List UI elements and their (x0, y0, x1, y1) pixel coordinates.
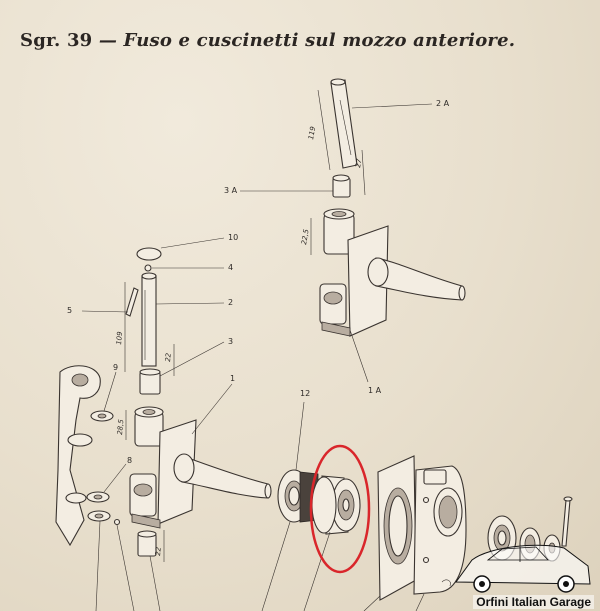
part-bolt (561, 496, 573, 547)
part-stub-axle-1 (129, 406, 272, 529)
part-ball-4 (144, 264, 152, 272)
label-12: 12 (300, 389, 310, 398)
page-title: Sgr. 39 — Fuso e cuscinetti sul mozzo an… (20, 30, 515, 51)
part-bearing-12 (277, 469, 319, 523)
title-text: Fuso e cuscinetti sul mozzo anteriore. (123, 30, 516, 51)
part-washer-9 (90, 410, 114, 422)
dim-109: 109 (115, 331, 124, 346)
title-prefix: Sgr. 39 (20, 30, 93, 51)
label-1a: 1 A (368, 386, 382, 395)
dim-119-top: 119 (307, 125, 317, 140)
part-steering-arm (55, 365, 101, 547)
label-10: 10 (228, 233, 238, 242)
part-pin-5 (125, 287, 139, 317)
part-pin-2a (330, 78, 358, 169)
dim-22-bottom: 22 (154, 546, 163, 556)
dim-27: 27 (354, 158, 364, 169)
label-4: 4 (228, 263, 233, 272)
dim-22-mid: 22 (164, 352, 173, 362)
part-bearing-race (311, 475, 361, 535)
part-stub-axle-1a (319, 208, 466, 337)
watermark-text: Orfini Italian Garage (473, 595, 594, 609)
label-5: 5 (67, 306, 72, 315)
part-clip (441, 579, 451, 587)
highlight-circle (309, 444, 371, 574)
label-3: 3 (228, 337, 233, 346)
label-8: 8 (127, 456, 132, 465)
dim-225-top: 22,5 (300, 228, 311, 245)
label-1: 1 (230, 374, 235, 383)
label-2a: 2 A (436, 99, 450, 108)
title-dash: — (98, 30, 118, 51)
label-3a: 3 A (224, 186, 238, 195)
part-cap-10 (136, 247, 162, 261)
part-bushing-bottom (137, 530, 157, 557)
part-bushing-3 (139, 368, 161, 395)
part-kingpin-2 (141, 272, 157, 367)
dim-285: 28,5 (116, 418, 125, 435)
label-2: 2 (228, 298, 233, 307)
part-hub-housing (413, 465, 467, 595)
part-washers-8 (86, 491, 121, 526)
watermark-car-logo (455, 544, 591, 593)
part-bushing-3a (332, 174, 351, 198)
part-gasket (377, 455, 417, 601)
label-9: 9 (113, 363, 118, 372)
